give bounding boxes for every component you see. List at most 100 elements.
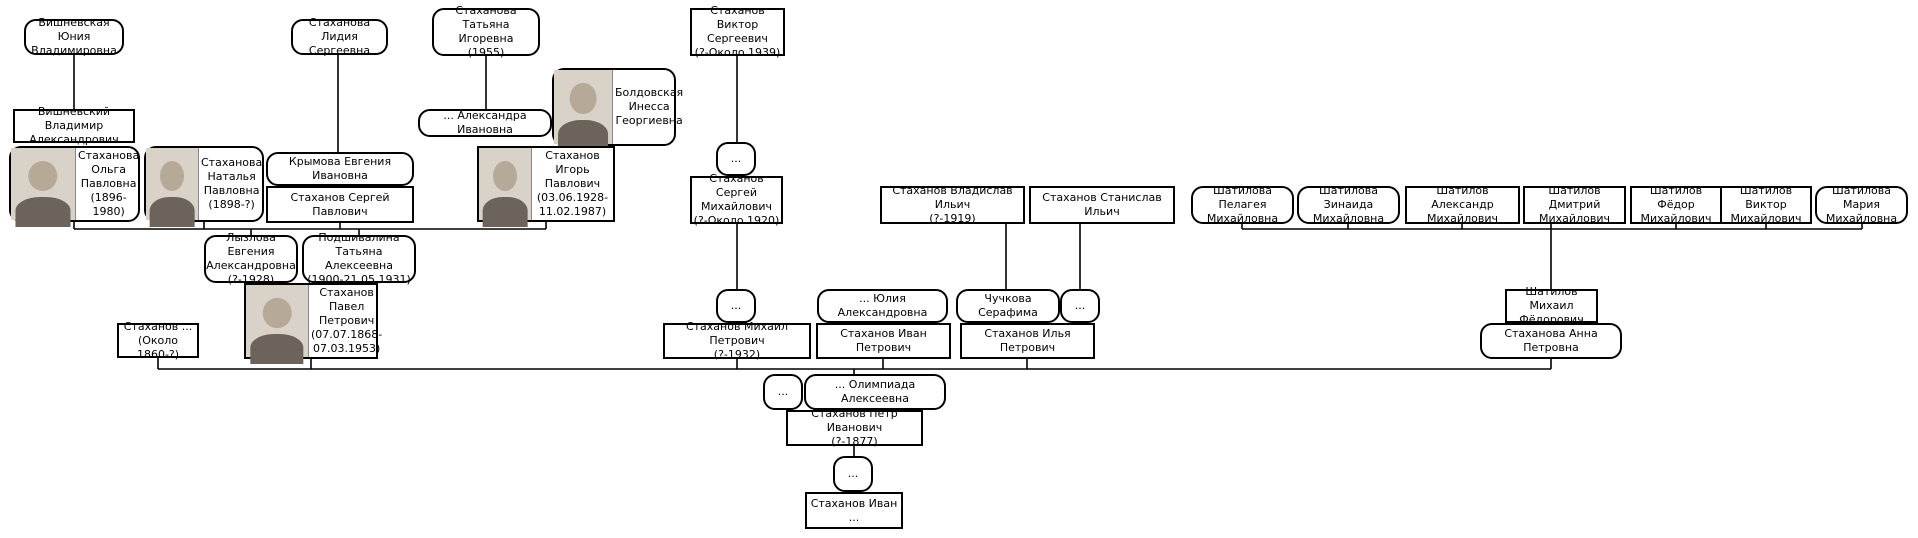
person-name-line: Павловна bbox=[80, 177, 137, 190]
person-name-line: Михайловна bbox=[1206, 212, 1279, 225]
person-name-line: ... bbox=[730, 299, 742, 312]
person-name-line: Инесса bbox=[628, 100, 670, 113]
person-name-line: ... bbox=[847, 467, 859, 480]
person-card-chuchkova-serafima[interactable]: Чучкова Серафима bbox=[956, 289, 1060, 323]
person-card-stakhanova-anna[interactable]: Стаханова Анна Петровна bbox=[1480, 323, 1622, 359]
person-name-line: Михайлович bbox=[1427, 212, 1498, 225]
person-card-stakhanov-ivan-p[interactable]: Стаханов Иван Петрович bbox=[816, 323, 951, 359]
person-name-line: (Около 1860-?) bbox=[136, 333, 180, 361]
person-name-line: Стаханов Станислав Ильич bbox=[1042, 191, 1162, 218]
person-name-line: Михайлович bbox=[701, 200, 772, 213]
person-name-line: Михайлович bbox=[1730, 212, 1802, 225]
person-name-line: Стаханов Иван ... bbox=[810, 496, 898, 524]
person-name-line: Стаханов Иван Петрович bbox=[840, 327, 927, 354]
person-card-stakhanov-ivan[interactable]: Стаханов Иван ... bbox=[805, 492, 903, 529]
person-photo bbox=[246, 285, 309, 365]
person-name-line: Александровна bbox=[206, 259, 296, 272]
person-card-stakhanov-stanislav[interactable]: Стаханов Станислав Ильич bbox=[1029, 186, 1175, 224]
person-card-unknown-3[interactable]: ... bbox=[1060, 289, 1100, 323]
person-name-line: (?-1928) bbox=[227, 273, 275, 286]
person-card-unknown-4[interactable]: ... bbox=[763, 374, 803, 410]
person-name-line: Стаханов Сергей Павлович bbox=[290, 190, 390, 218]
person-name-line: Михайлович bbox=[1640, 212, 1712, 225]
person-card-olimpiada-alekseevna[interactable]: ... Олимпиада Алексеевна bbox=[804, 374, 946, 410]
person-name-line: (1955) bbox=[467, 46, 505, 59]
person-name-line: Стаханова bbox=[201, 156, 263, 169]
person-name-line: ... bbox=[777, 385, 789, 398]
person-name-line: Лызлова Евгения bbox=[226, 231, 276, 258]
person-card-aleksandra-ivanovna[interactable]: ... Александра Ивановна bbox=[418, 109, 552, 137]
person-card-stakhanov-petr[interactable]: Стаханов Пётр Иванович(?-1877) bbox=[786, 407, 923, 448]
person-card-stakhanov-unknown[interactable]: Стаханов ...(Около 1860-?) bbox=[117, 319, 199, 361]
person-name-line: Шатилова Пелагея bbox=[1212, 184, 1273, 211]
person-card-stakhanov-vladislav[interactable]: Стаханов Владислав Ильич(?-1919) bbox=[880, 184, 1025, 225]
person-name-line: 11.02.1987) bbox=[538, 205, 607, 218]
person-name-line: Сергеевна bbox=[308, 44, 371, 57]
person-photo bbox=[554, 70, 613, 152]
person-name-line: 07.03.1953) bbox=[312, 342, 381, 355]
person-name-line: Георгиевна bbox=[615, 114, 683, 127]
person-name-line: Шатилов Фёдор bbox=[1649, 184, 1703, 211]
person-card-stakhanov-mikhail[interactable]: Стаханов Михаил Петрович(?-1932) bbox=[663, 320, 811, 361]
person-name-line: ... bbox=[730, 152, 742, 165]
person-name-line: Фёдорович bbox=[1519, 313, 1584, 326]
person-card-yuliya-aleksandrovna[interactable]: ... Юлия Александровна bbox=[817, 289, 948, 323]
person-name-line: (1900-21.05.1931) bbox=[307, 273, 411, 286]
person-name-line: Шатилов Александр bbox=[1431, 184, 1494, 211]
person-name-line: ... bbox=[1074, 299, 1086, 312]
person-name-line: Игоревна bbox=[458, 32, 514, 45]
person-card-stakhanov-ilya[interactable]: Стаханов Илья Петрович bbox=[960, 323, 1095, 359]
person-card-unknown-1[interactable]: ... bbox=[716, 142, 756, 176]
person-name-line: Павловна bbox=[203, 184, 260, 197]
person-name-line: (03.06.1928- bbox=[536, 191, 609, 204]
person-card-unknown-5[interactable]: ... bbox=[833, 456, 873, 492]
person-name-line: ... Олимпиада Алексеевна bbox=[834, 378, 916, 405]
person-card-stakhanov-sergey-p[interactable]: Стаханов Сергей Павлович bbox=[266, 186, 414, 223]
person-card-unknown-2[interactable]: ... bbox=[716, 289, 756, 323]
person-name-line: (?-Около 1939) bbox=[694, 46, 781, 59]
person-name-line: ... Александра Ивановна bbox=[443, 109, 527, 136]
person-name-line: Стаханов Игорь bbox=[545, 149, 600, 176]
person-name-line: Александрович bbox=[29, 133, 119, 146]
person-name-line: Ольга bbox=[91, 163, 126, 176]
person-name-line: Крымова Евгения Ивановна bbox=[288, 155, 392, 182]
person-name-line: ... Юлия Александровна bbox=[837, 292, 928, 319]
person-name-line: Стаханов Владислав Ильич bbox=[892, 184, 1013, 211]
person-name-line: Михайлович bbox=[1539, 212, 1610, 225]
person-name-line: Шатилов Михаил bbox=[1525, 285, 1578, 312]
person-name-line: Вишневский Владимир bbox=[37, 105, 111, 132]
person-card-krymova-evgeniya[interactable]: Крымова Евгения Ивановна bbox=[266, 152, 414, 186]
person-name-line: Петрович bbox=[318, 314, 375, 327]
person-name-line: Стаханова bbox=[78, 149, 140, 162]
person-name-line: Шатилова Мария bbox=[1831, 184, 1892, 211]
person-photo bbox=[146, 148, 199, 228]
person-name-line: Шатилов Виктор bbox=[1739, 184, 1793, 211]
person-name-line: Стаханов ... bbox=[123, 319, 193, 333]
person-name-line: Стаханов Сергей bbox=[709, 172, 764, 199]
person-name-line: Стаханов Илья Петрович bbox=[984, 327, 1071, 354]
